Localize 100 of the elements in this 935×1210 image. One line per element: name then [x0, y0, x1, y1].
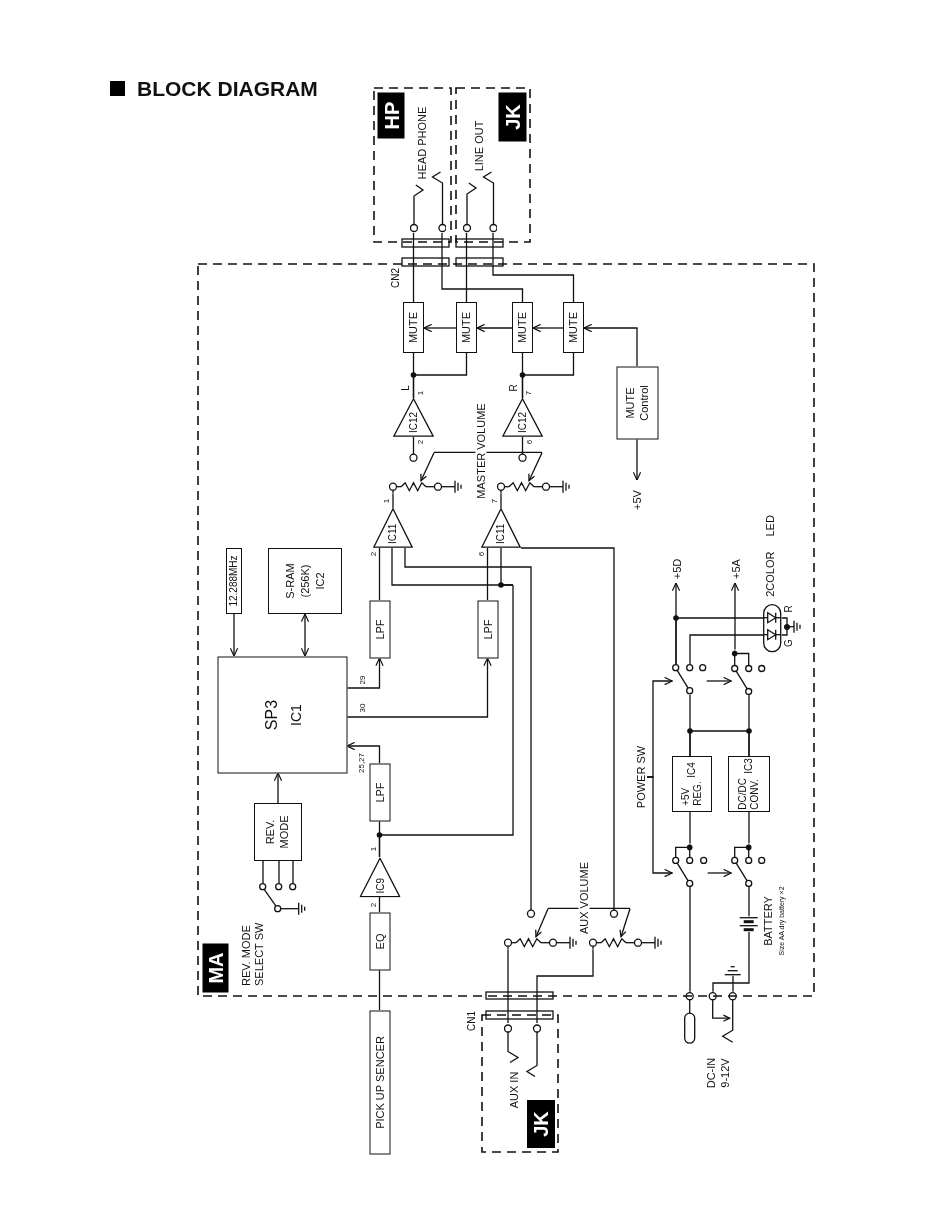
wire [689, 634, 764, 665]
arrow [346, 657, 384, 689]
potentiometer-symbol [589, 908, 662, 950]
arrow [423, 323, 457, 333]
block-label: (256K) [299, 564, 311, 598]
switch-symbol [672, 664, 707, 695]
block-label: DC/DC CONV. [736, 777, 761, 810]
ground-symbol [724, 966, 742, 976]
circuit-block [369, 1010, 390, 1154]
block-label: 12.288MHz [229, 555, 239, 607]
arrow [300, 613, 310, 657]
wire [536, 949, 594, 1024]
wire [748, 811, 750, 845]
led-pin-label: G [784, 639, 794, 647]
circuit-block [369, 600, 390, 658]
circuit-block [403, 302, 424, 353]
section-tag: JK [498, 92, 526, 141]
input-label: DC-IN [705, 1057, 717, 1089]
arrow [583, 323, 638, 367]
amplifier-label: IC11 [496, 523, 506, 544]
circuit-block [456, 302, 477, 353]
channel-label: L [401, 385, 411, 391]
switch-symbol [259, 883, 307, 916]
circuit-block [616, 366, 658, 439]
voltage-label: +5V [631, 490, 643, 510]
switch-symbol [731, 843, 766, 887]
pin-number: 29 [359, 675, 367, 685]
potentiometer-symbol [389, 452, 462, 494]
wire [412, 232, 415, 303]
arrow [646, 776, 673, 878]
ic-number: IC1 [287, 703, 302, 726]
voltage-label: +5D [670, 558, 682, 579]
jack-label: LINE OUT [473, 120, 485, 172]
dc-jack-symbol [684, 991, 738, 1044]
pin-number: 1 [417, 390, 425, 396]
wire [492, 232, 575, 303]
connector-label: CN2 [391, 268, 401, 288]
wire [781, 624, 790, 636]
battery-symbol [739, 916, 759, 932]
circuit-block [477, 600, 498, 658]
arrow [632, 438, 642, 481]
wire [465, 232, 468, 303]
arrow [707, 868, 732, 878]
led-label: 2COLOR LED [764, 515, 776, 597]
pin-number: 2 [370, 551, 378, 557]
led-symbol [763, 604, 782, 653]
block-label: MUTE Control [623, 383, 650, 423]
arrow [229, 613, 239, 657]
amplifier-label: IC12 [408, 411, 419, 433]
block-label: MUTE [568, 311, 579, 344]
edge-label: MASTER VOLUME [475, 401, 487, 501]
pin-number: 7 [525, 390, 533, 396]
wire [392, 493, 394, 509]
section-tag: HP [377, 92, 404, 138]
led-pin-label: R [784, 605, 794, 613]
wire [378, 969, 381, 1011]
circuit-block [672, 756, 712, 812]
block-label: PICK UP SENCER [374, 1035, 385, 1129]
wire [520, 547, 615, 909]
wire [278, 860, 280, 884]
block-label: +5V REG. [679, 780, 704, 806]
circuit-block [728, 756, 770, 812]
pin-number: 6 [478, 551, 486, 557]
pin-number: 6 [526, 439, 534, 445]
wire [507, 949, 509, 1024]
circuit-block [254, 803, 302, 861]
arrow [476, 323, 513, 333]
block-label: S-RAM [284, 563, 296, 599]
amplifier-label: IC12 [517, 411, 528, 433]
wire [675, 617, 764, 665]
wire [689, 886, 691, 993]
switch-symbol [731, 649, 766, 695]
block-label: REV. MODE [264, 814, 291, 851]
pin-number: 7 [491, 498, 499, 504]
wire [441, 232, 524, 303]
wire [748, 694, 750, 757]
wire [521, 352, 575, 399]
wire [262, 860, 264, 884]
connector-label: CN1 [467, 1011, 477, 1031]
battery-label: BATTERY [762, 896, 774, 946]
wire [378, 896, 381, 913]
wire [732, 975, 734, 993]
ground-symbol [787, 620, 801, 634]
ic-number: IC3 [744, 758, 754, 774]
arrow [730, 582, 740, 651]
diagram-title: BLOCK DIAGRAM [137, 78, 318, 99]
wire [378, 547, 381, 601]
wire [748, 886, 750, 917]
switch-label: POWER SW [635, 745, 647, 809]
arrow [273, 772, 283, 804]
circuit-block [226, 548, 242, 614]
potentiometer-symbol [497, 452, 570, 494]
circuit-block [217, 656, 347, 773]
arrow [346, 657, 492, 718]
ic-number: IC4 [687, 762, 697, 778]
pin-number: 30 [359, 703, 367, 713]
pin-number: 25,27 [358, 753, 366, 773]
block-label: MUTE [408, 311, 419, 344]
wire [378, 820, 381, 858]
section-tag: JK [527, 1100, 555, 1148]
